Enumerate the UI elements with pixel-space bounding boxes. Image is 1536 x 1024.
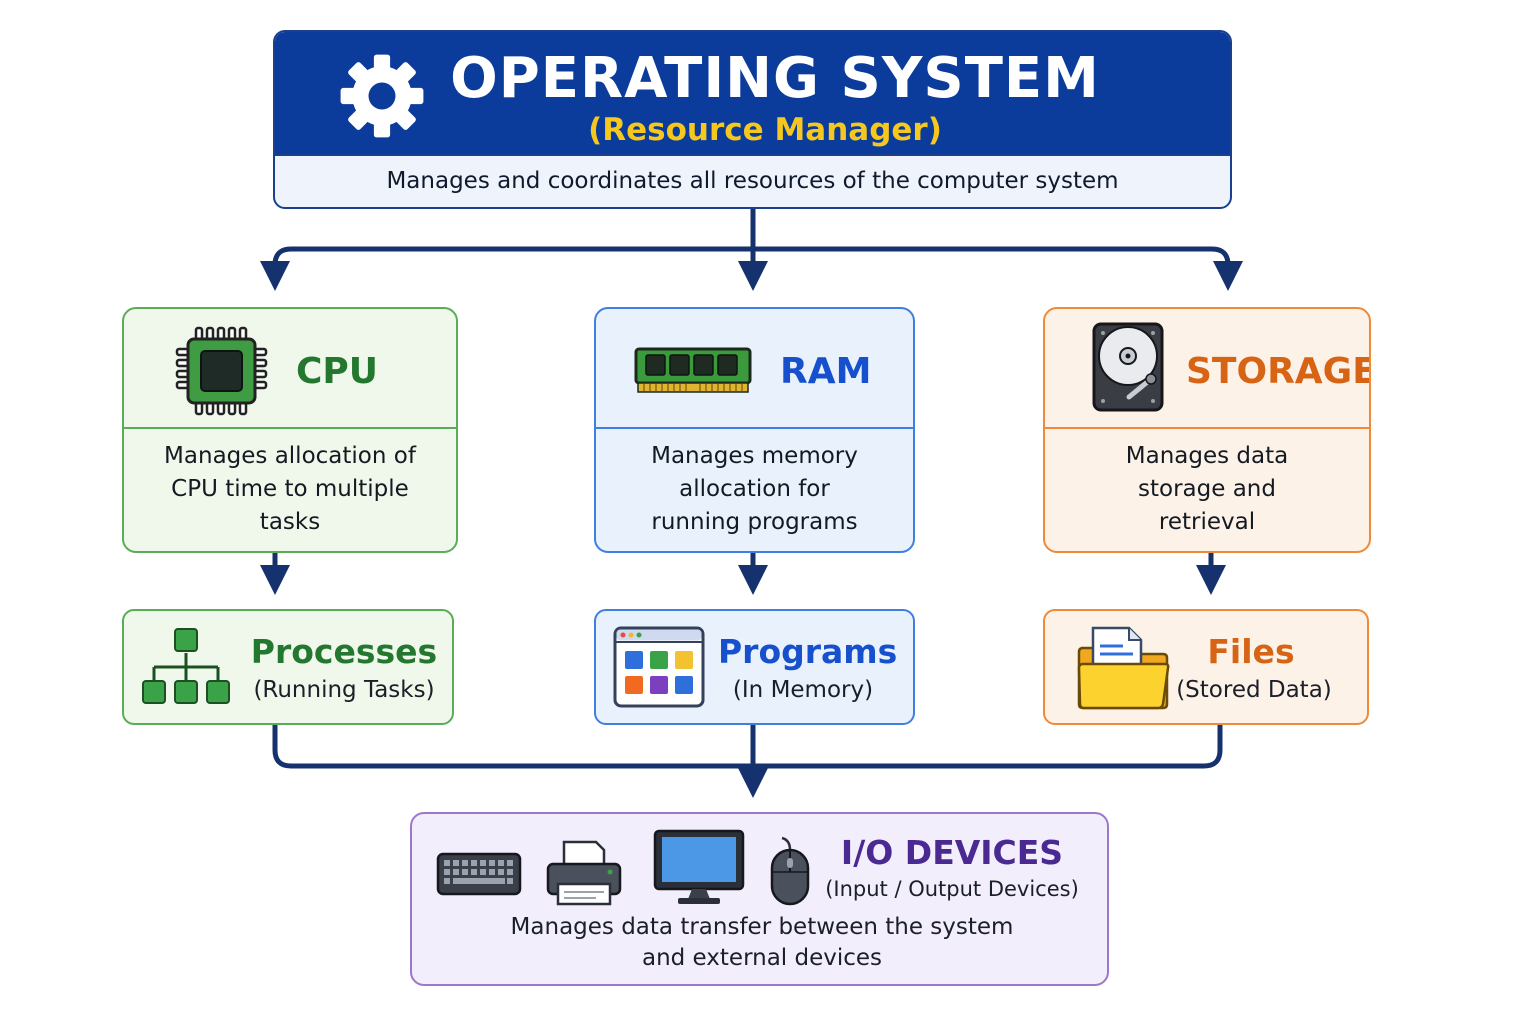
os-description: Manages and coordinates all resources of… bbox=[386, 168, 1119, 194]
processes-title: Processes bbox=[250, 632, 438, 671]
merge-line bbox=[272, 722, 1223, 769]
application-window-icon bbox=[613, 626, 705, 708]
cpu-chip-icon bbox=[175, 326, 268, 416]
printer-icon bbox=[546, 840, 622, 906]
io-subtitle: (Input / Output Devices) bbox=[825, 877, 1079, 901]
programs-card: Programs (In Memory) bbox=[594, 609, 915, 725]
programs-subtitle: (In Memory) bbox=[732, 677, 874, 703]
cpu-divider bbox=[124, 427, 456, 429]
keyboard-icon bbox=[436, 852, 522, 896]
storage-title: STORAGE bbox=[1186, 351, 1371, 392]
files-title: Files bbox=[1207, 632, 1295, 671]
mouse-icon bbox=[770, 836, 810, 906]
ram-card: RAM Manages memory allocation for runnin… bbox=[594, 307, 915, 553]
header-band: OPERATING SYSTEM (Resource Manager) bbox=[275, 32, 1230, 156]
files-subtitle: (Stored Data) bbox=[1176, 677, 1332, 703]
processes-subtitle: (Running Tasks) bbox=[253, 677, 435, 703]
cpu-card: CPU Manages allocation of CPU time to mu… bbox=[122, 307, 458, 553]
cpu-title: CPU bbox=[296, 351, 379, 392]
ram-title: RAM bbox=[780, 351, 872, 392]
files-card: Files (Stored Data) bbox=[1043, 609, 1369, 725]
io-description: Manages data transfer between the system… bbox=[510, 914, 1014, 971]
programs-title: Programs bbox=[718, 632, 898, 671]
ram-divider bbox=[596, 427, 913, 429]
ram-description: Manages memory allocation for running pr… bbox=[651, 443, 858, 535]
gear-icon bbox=[340, 54, 424, 138]
folder-file-icon bbox=[1077, 626, 1170, 710]
monitor-icon bbox=[653, 829, 745, 904]
hard-disk-icon bbox=[1092, 322, 1164, 412]
os-header: OPERATING SYSTEM (Resource Manager) Mana… bbox=[273, 30, 1232, 209]
os-subtitle: (Resource Manager) bbox=[588, 112, 942, 148]
os-title: OPERATING SYSTEM bbox=[450, 46, 1100, 111]
io-devices-card: I/O DEVICES (Input / Output Devices) Man… bbox=[410, 812, 1109, 986]
ram-module-icon bbox=[634, 347, 752, 393]
process-tree-icon bbox=[142, 628, 230, 704]
storage-divider bbox=[1045, 427, 1369, 429]
storage-card: STORAGE Manages data storage and retriev… bbox=[1043, 307, 1371, 553]
cpu-description: Manages allocation of CPU time to multip… bbox=[164, 443, 416, 535]
storage-description: Manages data storage and retrieval bbox=[1125, 443, 1289, 535]
io-title: I/O DEVICES bbox=[840, 833, 1064, 872]
processes-card: Processes (Running Tasks) bbox=[122, 609, 454, 725]
